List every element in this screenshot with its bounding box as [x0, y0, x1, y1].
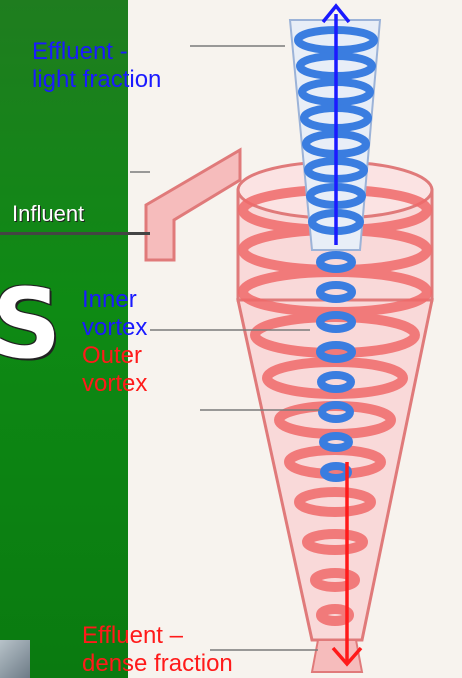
- label-inner-vortex: Inner vortex: [82, 286, 147, 342]
- influent-divider-line: [0, 232, 150, 235]
- label-influent: Influent: [12, 201, 84, 227]
- influent-inlet: [146, 150, 240, 260]
- label-outer-vortex: Outer vortex: [82, 342, 147, 398]
- label-effluent-light: Effluent - light fraction: [32, 38, 161, 94]
- label-effluent-dense: Effluent – dense fraction: [82, 622, 233, 678]
